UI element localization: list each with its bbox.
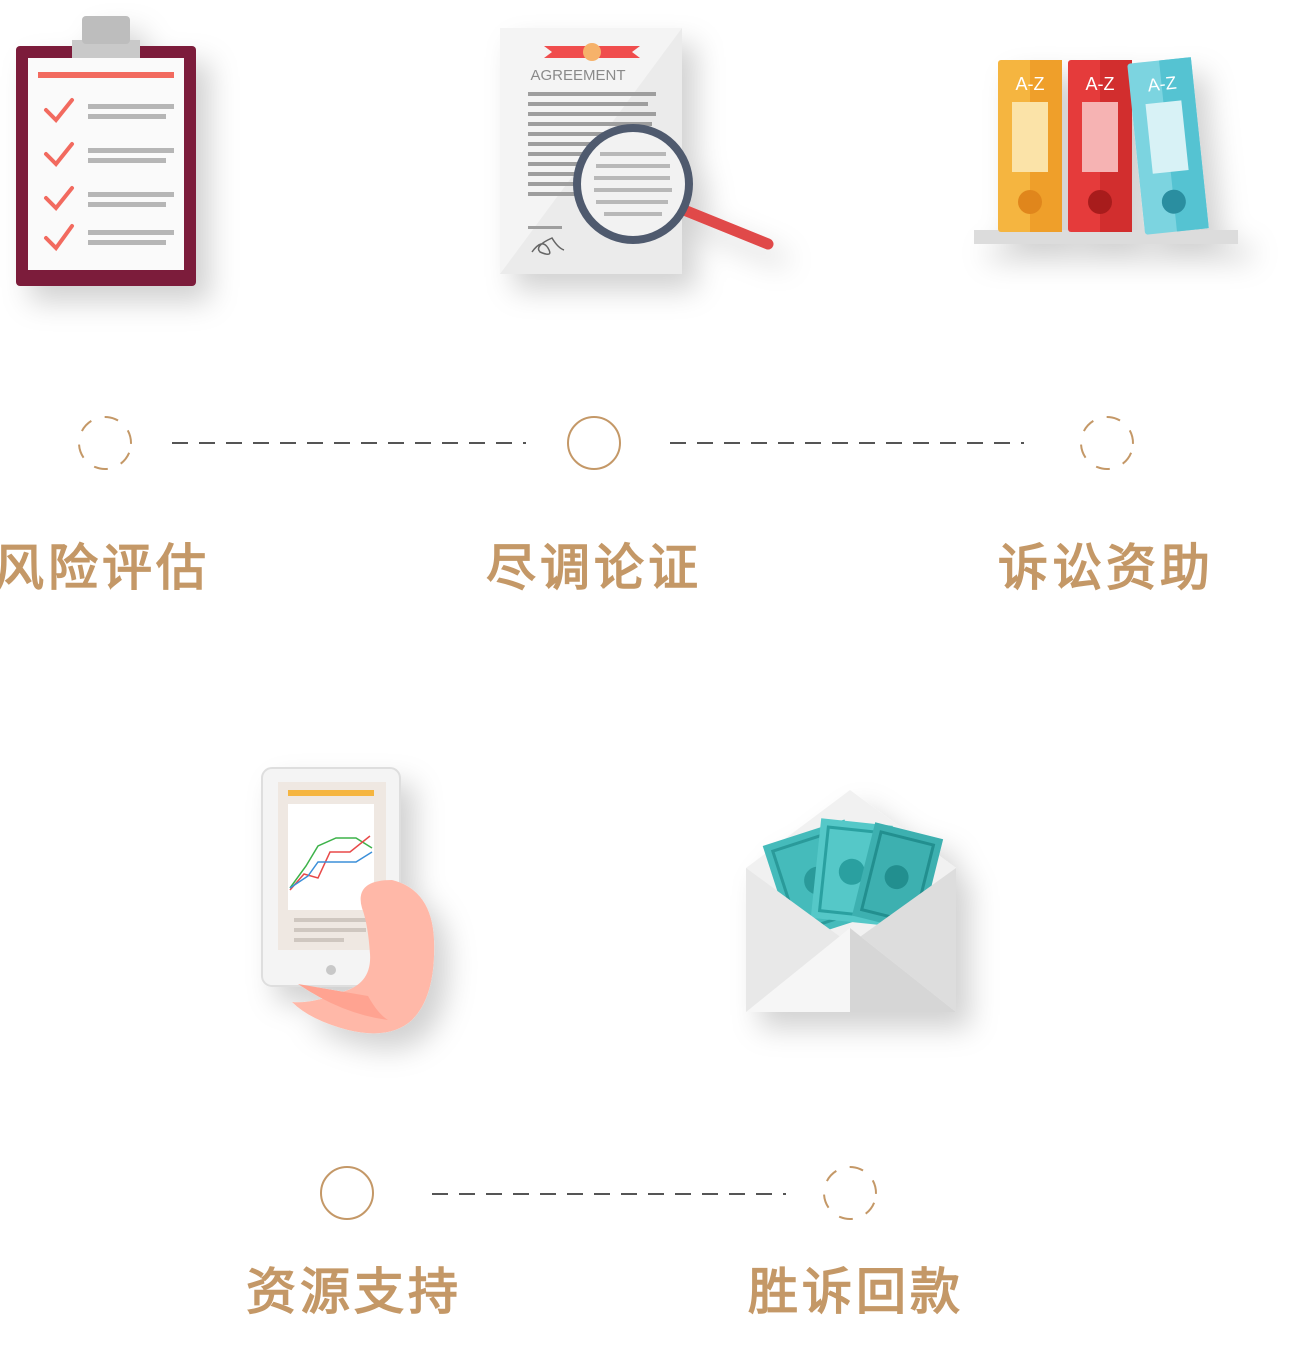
agreement-heading: AGREEMENT: [530, 67, 625, 84]
timeline-node: [320, 1166, 374, 1220]
step-label-winning-recovery: 胜诉回款: [748, 1263, 964, 1321]
step-label-due-diligence: 尽调论证: [486, 539, 702, 597]
step-label-litigation-funding: 诉讼资助: [998, 539, 1214, 597]
step-label-resource-support: 资源支持: [246, 1263, 462, 1321]
binder-label: A-Z: [1086, 74, 1115, 94]
binder-label: A-Z: [1147, 73, 1178, 96]
timeline-node: [78, 416, 132, 470]
timeline-node: [567, 416, 621, 470]
step-label-risk-assessment: 风险评估: [0, 539, 210, 597]
timeline-node: [823, 1166, 877, 1220]
timeline-node: [1080, 416, 1134, 470]
binder-label: A-Z: [1016, 74, 1045, 94]
